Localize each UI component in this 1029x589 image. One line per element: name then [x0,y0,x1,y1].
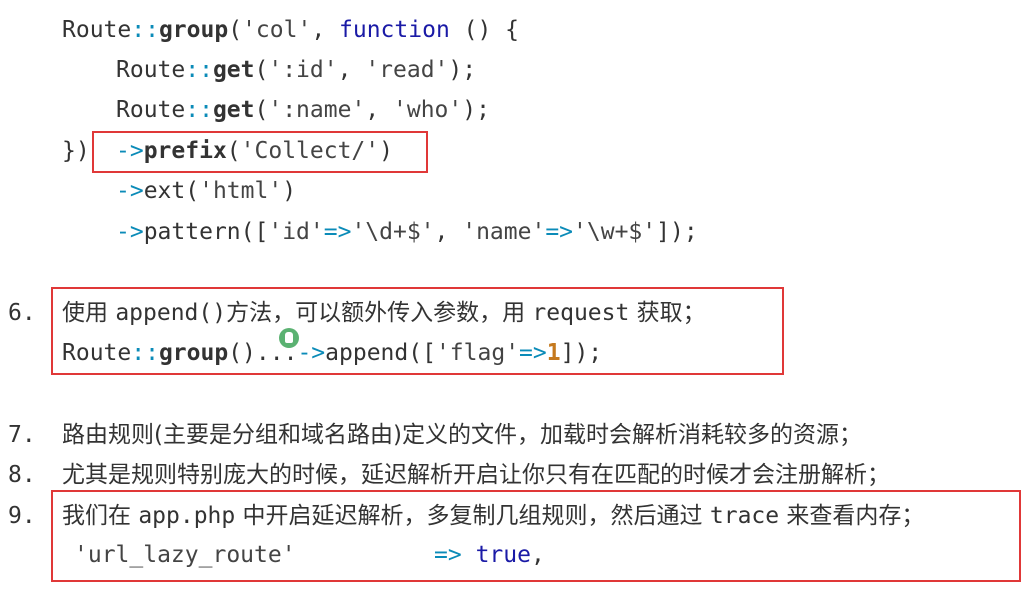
code-token: :: [131,17,159,43]
code-token: 'url_lazy_route' [74,542,296,568]
code-token: => [519,340,547,366]
highlight-box-append [51,287,784,375]
code-token: Route [116,57,186,83]
code-token: , [530,542,545,568]
code-token: , [434,219,463,245]
list-item-text: 路由规则(主要是分组和域名路由)定义的文件，加载时会解析消耗较多的资源； [62,422,862,448]
code-token: group [158,340,229,366]
code-token: ( [254,97,269,123]
code-token: => [434,542,462,568]
code-token: function [339,17,450,43]
inline-code: app.php [138,503,236,529]
code-token: , [365,97,393,123]
list-number: 7. [8,422,36,448]
highlight-box-lazy-route [51,490,1021,582]
code-token: 1 [546,340,561,366]
code-token: Route [62,340,132,366]
code-token: :: [185,57,213,83]
code-token: }) [62,138,90,164]
code-line-3: Route::get(':name', 'who'); [116,95,490,125]
code-token: ]); [656,219,698,245]
code-line-2: Route::get(':id', 'read'); [116,55,476,85]
text-segment: 中开启延迟解析，多复制几组规则，然后通过 [235,503,710,529]
code-token: => [323,219,352,245]
code-token: ':name' [268,97,366,123]
code-line-1: Route::group('col', function () { [62,15,519,45]
code-line-append: Route::group()...->append(['flag'=>1]); [62,338,602,368]
code-token: ) [282,178,297,204]
code-token: ( [254,57,269,83]
code-token: -> [297,340,326,366]
code-line-4: }) [62,136,90,166]
list-number: 6. [8,300,36,326]
inline-code: request [532,300,630,326]
inline-code: trace [709,503,780,529]
code-line-5: ->ext('html') [116,176,296,206]
code-token: ); [448,57,477,83]
code-token: ( [226,138,241,164]
code-token: => [545,219,574,245]
list-item-text: 尤其是规则特别庞大的时候，延迟解析开启让你只有在匹配的时候才会注册解析； [62,462,890,488]
code-line-lazy-route-value: => true, [434,540,545,570]
code-token: ext [143,178,186,204]
code-token: ( [185,178,200,204]
code-token: prefix [143,138,227,164]
code-token: 'name' [462,219,546,245]
list-item-text: 使用 append()方法，可以额外传入参数，用 request 获取； [62,298,706,328]
hand-cursor-icon [279,328,299,348]
code-token: ) [379,138,393,164]
code-token: 'flag' [435,340,520,366]
code-token: ); [462,97,490,123]
code-token: get [212,57,255,83]
code-line-6: ->pattern(['id'=>'\d+$', 'name'=>'\w+$']… [116,217,698,247]
text-segment: 方法，可以额外传入参数，用 [226,300,533,326]
code-line-lazy-route: 'url_lazy_route' [74,540,296,570]
code-token: ([ [240,219,269,245]
code-token: 'col' [242,17,312,43]
code-token: -> [116,219,144,245]
code-token: 'html' [199,178,283,204]
code-token: ]); [560,340,603,366]
code-token: append [325,340,409,366]
code-line-4-prefix: ->prefix('Collect/') [116,136,393,166]
code-token: 'Collect/' [240,138,380,164]
code-token: get [212,97,255,123]
code-token: 'id' [268,219,324,245]
code-token: 'who' [393,97,463,123]
code-token: , [337,57,366,83]
text-segment: 来查看内存； [779,503,925,529]
code-token: '\w+$' [573,219,657,245]
code-token: Route [116,97,186,123]
highlight-box-prefix [92,131,428,173]
list-item-text: 我们在 app.php 中开启延迟解析，多复制几组规则，然后通过 trace 来… [62,501,924,531]
code-token: ':id' [268,57,338,83]
code-token: () { [449,17,520,43]
text-segment: 使用 [62,300,116,326]
list-number: 9. [8,503,36,529]
text-segment: 获取； [629,300,706,326]
text-segment: 我们在 [62,503,139,529]
code-token: :: [185,97,213,123]
code-token: :: [131,340,159,366]
code-token: true [475,542,531,568]
code-token: group [158,17,229,43]
inline-code: append() [115,300,227,326]
code-token: Route [62,17,132,43]
code-token: ( [228,17,243,43]
code-token: , [311,17,340,43]
code-token: -> [116,138,144,164]
code-token: -> [116,178,144,204]
code-token: 'read' [365,57,449,83]
code-token: pattern [143,219,241,245]
list-number: 8. [8,462,36,488]
code-token: '\d+$' [351,219,435,245]
code-token: ([ [408,340,436,366]
